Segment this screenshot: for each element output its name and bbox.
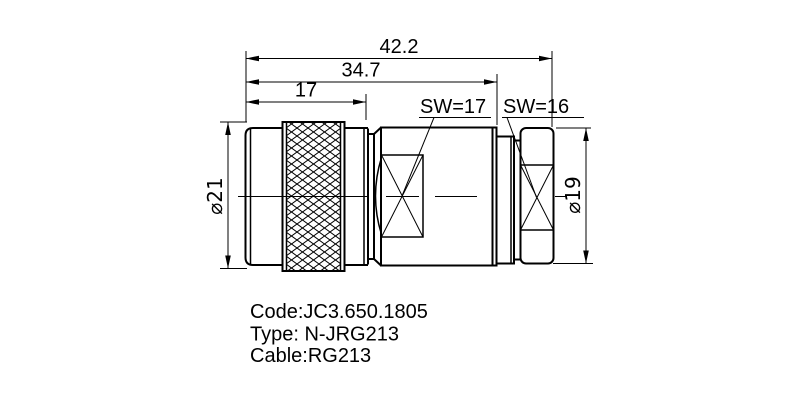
clamp-nut	[519, 127, 555, 265]
note-block: Code:JC3.650.1805 Type: N-JRG213 Cable:R…	[250, 301, 428, 367]
body-transition	[368, 126, 382, 267]
label-sw-body: SW=17	[401, 96, 491, 197]
ext-lines-dia21	[220, 121, 247, 269]
dim-text-dia-clamp-nut: ⌀19	[561, 176, 585, 214]
washer-outline	[495, 135, 515, 265]
hex-flat-body	[381, 154, 424, 238]
label-sw-nut: SW=16	[502, 96, 584, 198]
dim-arrows-17	[246, 99, 366, 105]
dim-dia-coupling-nut: ⌀21	[203, 121, 247, 269]
dim-dia-clamp-nut: ⌀19	[553, 127, 593, 264]
note-type: Type: N-JRG213	[250, 324, 399, 346]
hex-chamfer-arc	[374, 157, 383, 235]
clamp-nut-flats	[520, 164, 554, 231]
dim-body-length: 34.7	[246, 60, 498, 125]
sw-nut-leader-line	[506, 117, 537, 198]
dim-nut-length: 17	[246, 80, 367, 120]
dim-text-dia-coupling-nut: ⌀21	[203, 177, 227, 215]
dim-text-nut-length: 17	[295, 80, 317, 102]
sw-body-text: SW=17	[420, 96, 486, 118]
note-code: Code:JC3.650.1805	[250, 301, 428, 323]
dim-text-overall-length: 42.2	[380, 36, 419, 58]
transition-chamfer	[368, 126, 382, 267]
dim-text-body-length: 34.7	[342, 60, 381, 82]
note-cable: Cable:RG213	[250, 345, 371, 367]
hex-flat-cross-nut	[520, 164, 554, 231]
ext-lines-42	[245, 51, 553, 127]
dim-overall-length: 42.2	[245, 36, 553, 127]
clamp-nut-outline	[519, 127, 555, 265]
sw-nut-text: SW=16	[503, 96, 569, 118]
sw-body-leader-line	[401, 117, 435, 197]
gasket-section	[495, 135, 521, 265]
